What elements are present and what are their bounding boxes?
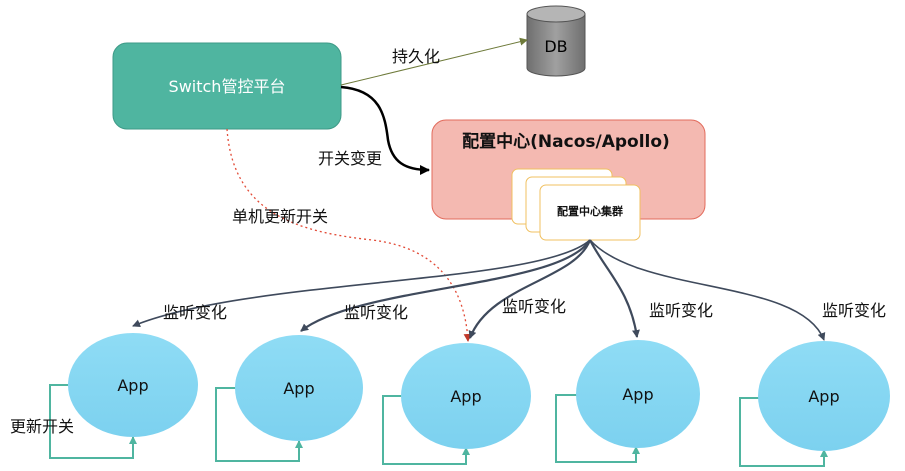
switch-platform-label: Switch管控平台 bbox=[169, 77, 286, 96]
db-node: DB bbox=[526, 5, 586, 77]
config-center-node: 配置中心(Nacos/Apollo) 配置中心集群 bbox=[431, 119, 706, 241]
loop-arrow-3 bbox=[382, 395, 470, 465]
listen-label-2: 监听变化 bbox=[344, 303, 408, 322]
listen-label-4: 监听变化 bbox=[649, 301, 713, 320]
listen-label-3: 监听变化 bbox=[502, 297, 566, 316]
app-node-5: App bbox=[758, 341, 890, 451]
loop-arrow-1 bbox=[49, 384, 137, 459]
app-label-1: App bbox=[117, 376, 148, 395]
listen-arrow-4 bbox=[589, 239, 640, 338]
app-label-4: App bbox=[622, 385, 653, 404]
persist-arrow bbox=[340, 37, 528, 86]
listen-arrow-5 bbox=[589, 239, 826, 341]
db-label: DB bbox=[544, 37, 567, 56]
switch-platform-node: Switch管控平台 bbox=[112, 42, 342, 130]
app-node-4: App bbox=[576, 340, 700, 448]
config-center-label: 配置中心(Nacos/Apollo) bbox=[462, 131, 670, 152]
listen-arrows bbox=[132, 239, 826, 341]
listen-label-5: 监听变化 bbox=[822, 301, 886, 320]
config-cluster-label: 配置中心集群 bbox=[557, 204, 623, 218]
switch-change-arrow bbox=[340, 85, 430, 175]
single-update-arrow bbox=[226, 128, 472, 342]
loop-arrow-5 bbox=[739, 397, 828, 467]
app-node-1: App bbox=[68, 333, 198, 437]
app-node-3: App bbox=[401, 343, 531, 449]
self-update-label: 更新开关 bbox=[10, 417, 74, 436]
app-label-5: App bbox=[808, 387, 839, 406]
app-label-3: App bbox=[450, 387, 481, 406]
app-label-2: App bbox=[283, 379, 314, 398]
listen-arrow-3 bbox=[468, 239, 592, 339]
app-node-2: App bbox=[235, 335, 363, 441]
listen-label-1: 监听变化 bbox=[163, 303, 227, 322]
loop-arrow-2 bbox=[215, 387, 303, 462]
single-update-label: 单机更新开关 bbox=[232, 207, 328, 226]
switch-change-label: 开关变更 bbox=[318, 149, 382, 168]
listen-arrow-1 bbox=[132, 239, 591, 328]
listen-arrow-2 bbox=[300, 239, 591, 332]
loop-arrow-4 bbox=[555, 394, 640, 463]
persist-label: 持久化 bbox=[392, 47, 440, 66]
self-update-loops bbox=[49, 384, 828, 467]
